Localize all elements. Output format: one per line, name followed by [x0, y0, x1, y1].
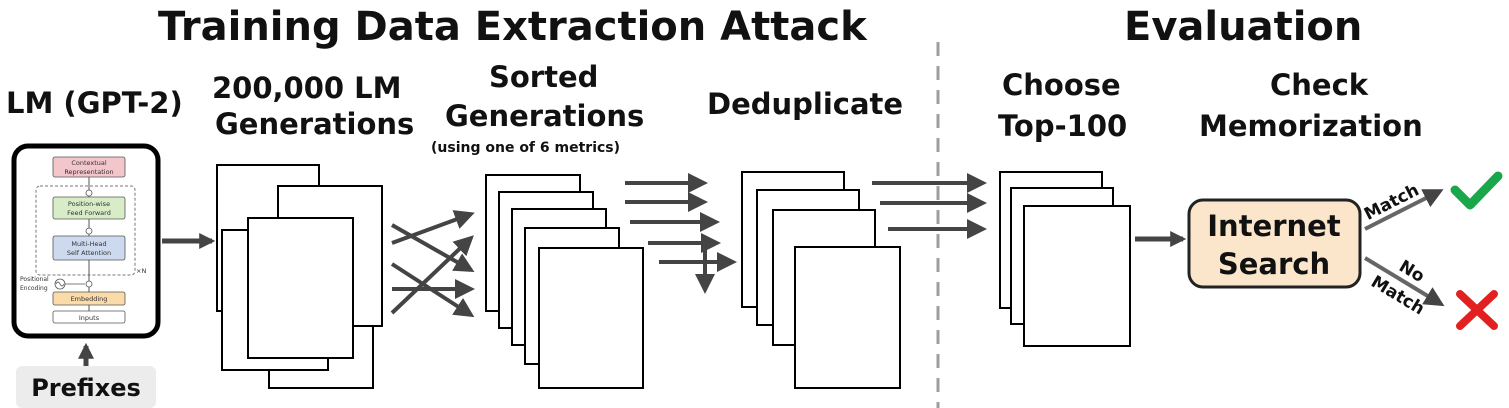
check-icon: [1450, 171, 1503, 210]
generations-stack: [216, 164, 383, 389]
dedup-arrows: [625, 173, 737, 294]
match-label: Match: [1361, 180, 1422, 224]
generation-page: [247, 217, 354, 359]
sort-arrows: [390, 210, 475, 318]
ffn-label-2: Feed Forward: [67, 209, 111, 217]
lm-label: LM (GPT-2): [6, 86, 183, 120]
inputs-block: [52, 310, 126, 324]
attn-label-2: Self Attention: [67, 249, 111, 257]
prefixes-box: [16, 366, 156, 408]
transformer-stack-outline: [35, 185, 136, 276]
inputs-label: Inputs: [79, 314, 100, 322]
sorted-stack: [485, 174, 644, 389]
embedding-label: Embedding: [71, 295, 108, 303]
embedding-block: [52, 291, 126, 306]
transformer-diagram: Contextual Representation Position-wise …: [11, 143, 161, 339]
self-attention-block: [52, 235, 126, 261]
attack-header: Training Data Extraction Attack: [158, 4, 867, 50]
contextual-representation-block: [52, 156, 126, 178]
top100-stack: [999, 171, 1131, 347]
match-arrow: [1364, 189, 1444, 231]
check-label-1: Check: [1270, 68, 1369, 102]
internet-search-label-1: Internet: [1207, 209, 1341, 243]
feed-forward-block: [52, 196, 126, 220]
sorted-label-2: Generations: [445, 99, 645, 133]
no-match-arrow: [1363, 256, 1445, 307]
cross-icon: [1456, 290, 1498, 330]
no-match-label-1: No: [1395, 256, 1428, 286]
internet-search-box: [1187, 198, 1362, 289]
check-label-2: Memorization: [1199, 109, 1423, 143]
sorted-metrics-note: (using one of 6 metrics): [431, 140, 621, 156]
evaluation-header: Evaluation: [1124, 4, 1363, 50]
prefixes-label: Prefixes: [31, 374, 141, 402]
dedup-page: [794, 246, 901, 389]
posenc-label-1: Positional: [20, 276, 49, 283]
transformer-output-label: Contextual: [71, 159, 107, 167]
top100-page: [1023, 205, 1131, 347]
dedup-label: Deduplicate: [707, 87, 904, 121]
internet-search-label-2: Search: [1218, 247, 1330, 281]
dedup-stack: [741, 171, 901, 389]
generations-label-2: Generations: [215, 107, 415, 141]
select-arrows: [872, 173, 987, 239]
repeat-label: ×N: [136, 267, 146, 275]
attn-label-1: Multi-Head: [71, 240, 106, 248]
sorted-page: [538, 247, 644, 389]
transformer-output-label-2: Representation: [64, 168, 113, 176]
choose-label-2: Top-100: [998, 109, 1128, 143]
ffn-label-1: Position-wise: [68, 200, 110, 208]
posenc-label-2: Encoding: [20, 285, 48, 292]
generations-label-1: 200,000 LM: [212, 71, 402, 105]
sorted-label-1: Sorted: [489, 60, 599, 94]
choose-label-1: Choose: [1002, 68, 1121, 102]
